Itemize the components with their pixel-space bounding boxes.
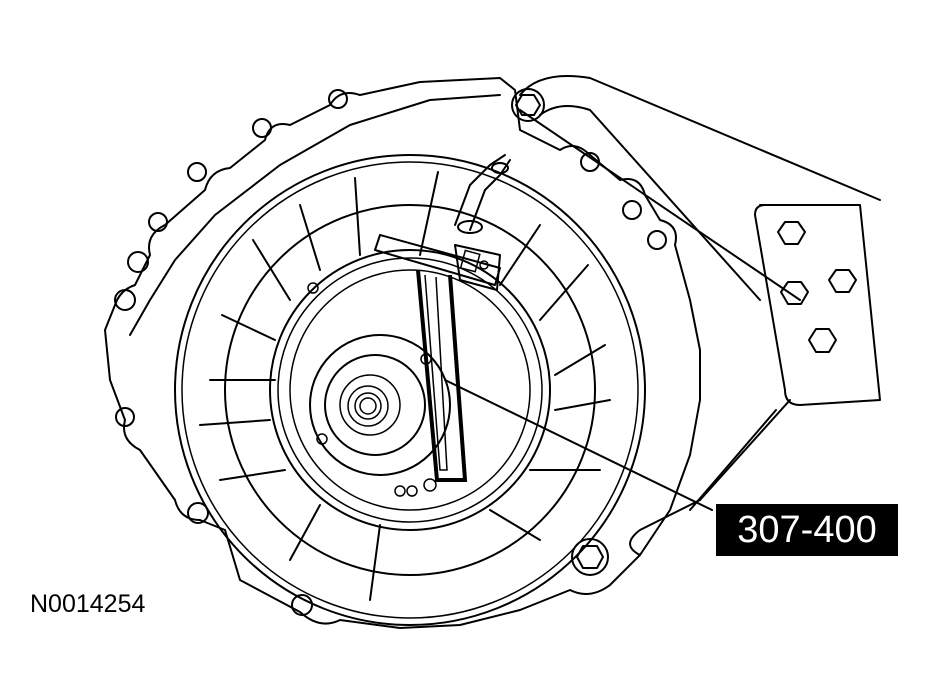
special-tool-307-400 [374, 154, 713, 511]
cap-screws [511, 88, 609, 576]
pump-details [307, 282, 437, 497]
radial-ribs [199, 171, 611, 601]
tool-number-callout: 307-400 [716, 504, 898, 556]
housing-flange [104, 77, 701, 629]
mounting-bracket [519, 75, 881, 556]
bolt-holes [114, 89, 667, 616]
figure-id-label: N0014254 [30, 590, 146, 618]
housing-rings [174, 154, 646, 626]
